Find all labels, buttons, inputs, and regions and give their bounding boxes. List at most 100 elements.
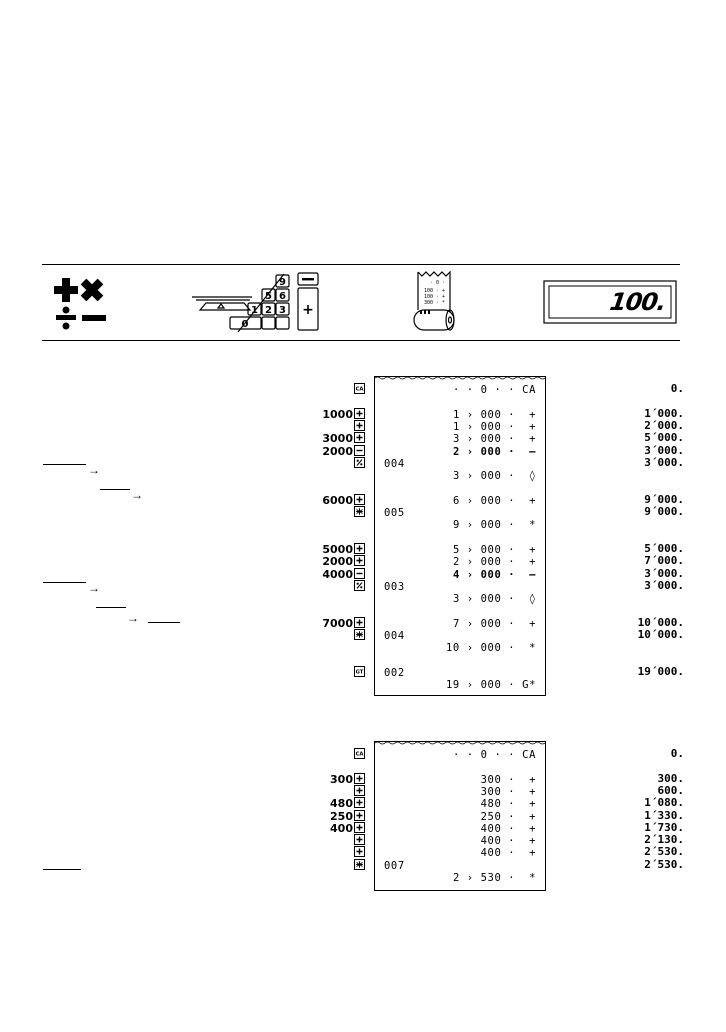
plus-key-icon	[354, 834, 365, 846]
plus-key-icon	[354, 419, 365, 431]
plus-key-icon	[354, 616, 365, 628]
header-bottom-rule	[42, 340, 680, 341]
key-entry-number: 1000	[322, 407, 353, 421]
tape-line: 1 › 000 · +	[452, 420, 536, 433]
plus-key-icon	[354, 784, 365, 796]
svg-text:2: 2	[265, 305, 272, 316]
svg-text:· 0 ·: · 0 ·	[430, 280, 445, 286]
tape-line: 2 › 000 · –	[452, 445, 536, 458]
display-value: 600.	[657, 783, 685, 797]
display-value: 2´530.	[644, 845, 684, 859]
svg-text:+: +	[302, 302, 314, 318]
minus-key-icon	[354, 444, 365, 456]
tape-line: 10 › 000 · *	[446, 642, 536, 655]
tape-line: 6 › 000 · +	[452, 494, 536, 507]
plus-key-icon	[354, 493, 365, 505]
key-entry: 250	[330, 809, 365, 823]
plus-key-icon	[354, 542, 365, 554]
display-value: 19´000.	[637, 664, 684, 678]
key-entry	[353, 858, 365, 872]
percent-key-icon	[354, 579, 365, 591]
key-entry-number: 5000	[322, 542, 353, 556]
display-value: 0.	[670, 747, 684, 760]
keyboard-icon: 9 5 6 1 2 3 0 +	[190, 270, 326, 334]
svg-text:CA: CA	[356, 752, 364, 758]
key-entry: 7000	[322, 616, 365, 630]
header-top-rule	[42, 264, 680, 265]
plus-key-icon	[354, 772, 365, 784]
display-value: 0.	[670, 382, 684, 395]
tape-line: 004	[384, 457, 405, 470]
key-entry	[353, 579, 365, 593]
key-entry	[353, 834, 365, 847]
key-entry	[353, 419, 365, 433]
display-value: 5´000.	[644, 541, 684, 555]
arithmetic-operators-icon	[52, 276, 112, 334]
tape-line: 2 › 000 · +	[452, 556, 536, 569]
tape-line: 3 › 000 · ◊	[452, 593, 536, 606]
key-entry: 2000	[322, 444, 365, 458]
tape-line: 002	[384, 666, 405, 679]
clear-all-key-icon: CA	[354, 383, 365, 394]
key-entry: 400	[330, 821, 365, 835]
key-entry-number: 300	[330, 772, 353, 786]
tape-line: 400 · +	[480, 847, 536, 860]
plus-key-icon	[354, 846, 365, 858]
key-entry: CA	[353, 748, 365, 761]
tape-line: 4 › 000 · –	[452, 568, 536, 581]
display-value: 2´530.	[644, 857, 684, 871]
display-value: 3´000.	[644, 578, 684, 592]
key-entry-number: 400	[330, 821, 353, 835]
percent-key-icon	[354, 456, 365, 468]
plus-key-icon	[354, 555, 365, 567]
display-value: 10´000.	[637, 628, 684, 641]
display-value: 9´000.	[644, 505, 684, 518]
grand-total-key-icon: GT	[354, 665, 365, 677]
key-entry: 2000	[322, 555, 365, 568]
paper-roll-icon: · 0 · 100 · + 100 · + 300 · *	[408, 268, 464, 334]
tape-line: 300 · +	[480, 785, 536, 798]
key-entry-number: 3000	[322, 432, 353, 446]
tape-line: 19 › 000 · G*	[446, 679, 536, 692]
tape-line: · · 0 · · CA	[452, 749, 536, 761]
tape-line: 004	[384, 630, 405, 642]
key-entry-number: 2000	[322, 555, 353, 569]
key-entry-number: 6000	[322, 493, 353, 507]
tape-line: 250 · +	[480, 810, 536, 823]
display-value: 300.	[657, 771, 685, 785]
key-entry: GT	[353, 665, 365, 679]
display-value: 3´000.	[644, 455, 684, 469]
display-value: 2´130.	[644, 833, 684, 847]
display-value: 10´000.	[637, 615, 684, 629]
key-entry: 3000	[322, 432, 365, 445]
display-value: 1´730.	[644, 820, 684, 834]
display-value: 1´080.	[644, 796, 684, 810]
key-entry-number: 250	[330, 809, 353, 823]
svg-text:5: 5	[265, 291, 272, 302]
display-value: 2´000.	[644, 418, 684, 432]
tape-line: 400 · +	[480, 822, 536, 835]
svg-text:9: 9	[279, 277, 286, 288]
key-entry: 300	[330, 772, 365, 786]
total-key-icon	[354, 506, 365, 517]
key-entry: 6000	[322, 493, 365, 507]
tape-line: 3 › 000 · +	[452, 433, 536, 446]
key-entry	[353, 846, 365, 859]
display-value: 5´000.	[644, 431, 684, 445]
key-entry-number: 2000	[322, 444, 353, 458]
plus-key-icon	[354, 797, 365, 809]
svg-text:100 · +: 100 · +	[424, 294, 445, 300]
tape-line: 9 › 000 · *	[452, 519, 536, 532]
tape-line: 7 › 000 · +	[452, 617, 536, 630]
key-entry-number: 4000	[322, 567, 353, 581]
svg-text:6: 6	[279, 291, 286, 302]
plus-key-icon	[354, 432, 365, 444]
plus-key-icon	[354, 809, 365, 821]
key-entry-number: 480	[330, 797, 353, 811]
key-entry: 5000	[322, 542, 365, 556]
svg-text:CA: CA	[356, 387, 364, 393]
key-entry: 480	[330, 797, 365, 810]
display-value: 1´000.	[644, 406, 684, 420]
